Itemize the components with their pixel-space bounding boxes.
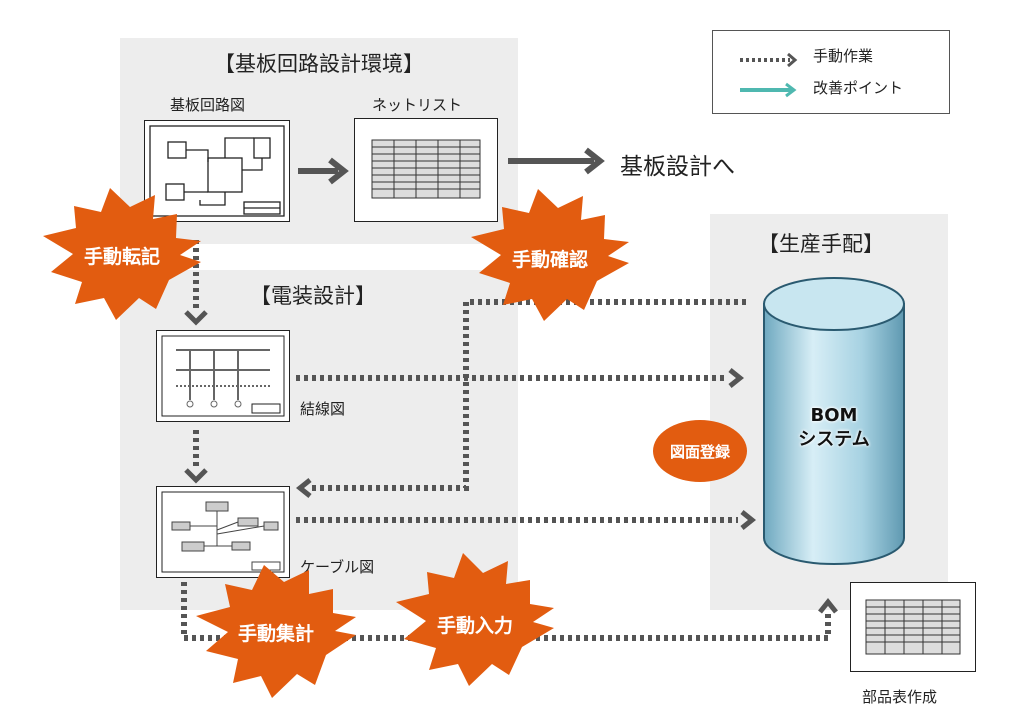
netlist-table-icon [371,139,481,199]
legend-teal-arrow-icon [740,82,797,98]
circuit-to-netlist-arrow-icon [298,157,349,185]
parts-list-label: 部品表作成 [862,688,938,706]
cable-drawing-icon [161,491,285,573]
cable-diagram-sheet [156,486,290,578]
manual-input-burst [396,553,554,686]
circuit-drawing-icon [149,125,285,217]
legend-improvement-label: 改善ポイント [813,79,904,97]
bom-line2: システム [798,429,870,450]
to-board-design-label: 基板設計へ [620,154,735,180]
cable-diagram-label: ケーブル図 [300,558,375,576]
legend-box: 手動作業 改善ポイント [712,30,950,114]
netlist-to-board-arrow-icon [508,147,605,175]
circuit-diagram-label: 基板回路図 [170,96,246,114]
wiring-diagram-label: 結線図 [300,400,346,418]
electrical-design-title: 【電装設計】 [250,284,376,308]
manual-transcription-burst [43,188,201,320]
dotted-arrow-heads [184,310,838,614]
pcb-design-env-title: 【基板回路設計環境】 [214,52,424,76]
legend-manual-work-label: 手動作業 [813,47,874,65]
drawing-register-badge: 図面登録 [653,420,747,482]
manual-input-text: 手動入力 [437,614,513,637]
manual-transcription-text: 手動転記 [84,245,160,268]
wiring-diagram-sheet [156,330,290,422]
bom-system-label: BOM システム [770,404,898,452]
parts-list-table-icon [865,599,961,655]
manual-check-text: 手動確認 [512,248,588,271]
wiring-drawing-icon [161,335,285,417]
legend-dotted-arrow-icon [740,52,798,68]
manual-check-burst [471,189,629,321]
manual-aggregate-burst [196,565,356,698]
bom-line1: BOM [810,405,858,426]
bom-database-cylinder-icon [763,277,905,565]
manual-aggregate-text: 手動集計 [238,622,314,645]
netlist-label: ネットリスト [372,96,463,114]
production-title: 【生産手配】 [758,232,884,256]
